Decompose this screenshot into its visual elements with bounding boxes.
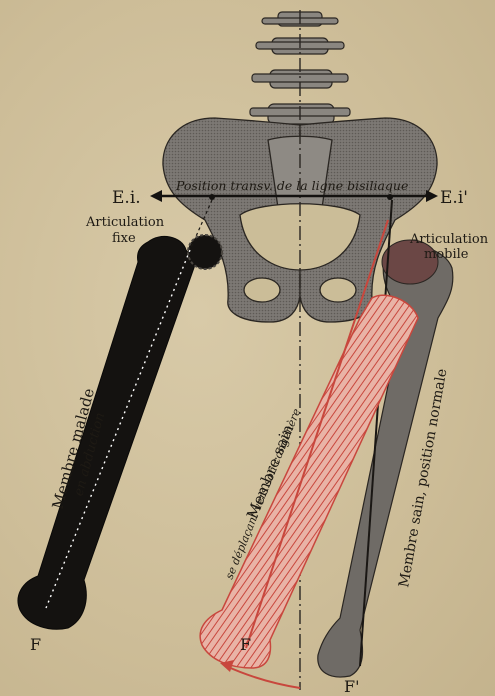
bisiliac-arrow-left — [150, 190, 162, 202]
articulation-fixe-label-1: Articulation — [85, 215, 165, 230]
articulation-mobile-label-1: Articulation — [409, 232, 489, 247]
articulation-mobile-label-2: mobile — [424, 247, 469, 262]
ei-right-label: E.i' — [440, 188, 468, 208]
axis-diseased — [46, 250, 190, 608]
bisiliac-line-label: Position transv. de la ligne bisiliaque — [175, 178, 408, 193]
ei-point-left — [209, 194, 215, 200]
f-left-label: F — [30, 635, 41, 654]
displacement-arrow — [226, 666, 300, 688]
femoral-head-fixed — [188, 235, 222, 269]
f-middle-label: F — [240, 635, 251, 654]
diseased-femur — [18, 236, 196, 629]
ei-point-right — [387, 194, 393, 200]
ei-left-label: E.i. — [112, 188, 141, 208]
f-prime-label: F' — [344, 677, 360, 696]
bisiliac-arrow-right — [426, 190, 438, 202]
articulation-fixe-label-2: fixe — [112, 231, 136, 246]
